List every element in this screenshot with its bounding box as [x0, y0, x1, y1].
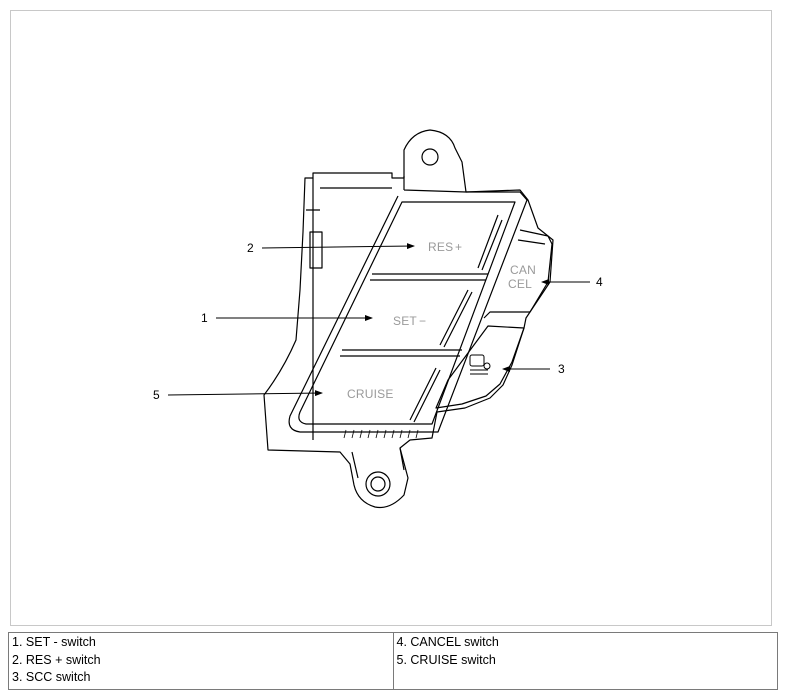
- leader-line-5: [167, 390, 323, 397]
- legend-column-left: 1. SET - switch 2. RES + switch 3. SCC s…: [9, 633, 394, 690]
- cancel-switch-inner: [517, 239, 546, 245]
- set-button-ridge: [439, 289, 473, 348]
- lower-mount-hole: [365, 471, 391, 497]
- leader-line-2: [261, 243, 415, 250]
- upper-tab-edge: [403, 176, 467, 193]
- set-button-sign: −: [419, 314, 426, 328]
- legend-item: 4. CANCEL switch: [396, 635, 499, 649]
- lower-tab-edge: [351, 447, 405, 479]
- back-plate: [306, 178, 392, 440]
- figure-frame: [10, 10, 772, 626]
- scc-switch-outline: [435, 325, 525, 409]
- set-button-label: SET: [393, 314, 417, 328]
- legend-item: 5. CRUISE switch: [396, 652, 496, 667]
- lower-mount-hole-inner: [370, 476, 386, 492]
- bottom-hatching: [343, 429, 419, 439]
- bezel-outer: [288, 191, 528, 433]
- cruise-button-ridge: [409, 367, 441, 423]
- legend-item: 1. SET - switch: [12, 635, 96, 649]
- res-button-label: RES: [428, 240, 453, 254]
- upper-mount-hole: [421, 148, 439, 166]
- cruise-button-label: CRUISE: [347, 387, 394, 401]
- cancel-button-label-top: CAN: [510, 263, 536, 277]
- legend-item: 3. SCC switch: [12, 670, 91, 684]
- callout-4: 4: [596, 275, 603, 289]
- switch-housing-outline: [263, 129, 554, 509]
- legend-column-right: 4. CANCEL switch 5. CRUISE switch: [392, 632, 778, 690]
- legend-item: 2. RES + switch: [12, 652, 101, 667]
- callout-1: 1: [201, 311, 208, 325]
- button-divider-bottom: [340, 349, 462, 357]
- button-divider-top: [370, 273, 488, 281]
- callout-3: 3: [558, 362, 565, 376]
- res-button-sign: +: [455, 240, 462, 254]
- callout-2: 2: [247, 241, 254, 255]
- scc-icon: [469, 354, 491, 375]
- cancel-button-label-bottom: CEL: [508, 277, 532, 291]
- bezel-inner: [298, 201, 516, 425]
- legend-table: 1. SET - switch 2. RES + switch 3. SCC s…: [8, 632, 778, 690]
- res-button-ridge: [477, 214, 503, 271]
- callout-5: 5: [153, 388, 160, 402]
